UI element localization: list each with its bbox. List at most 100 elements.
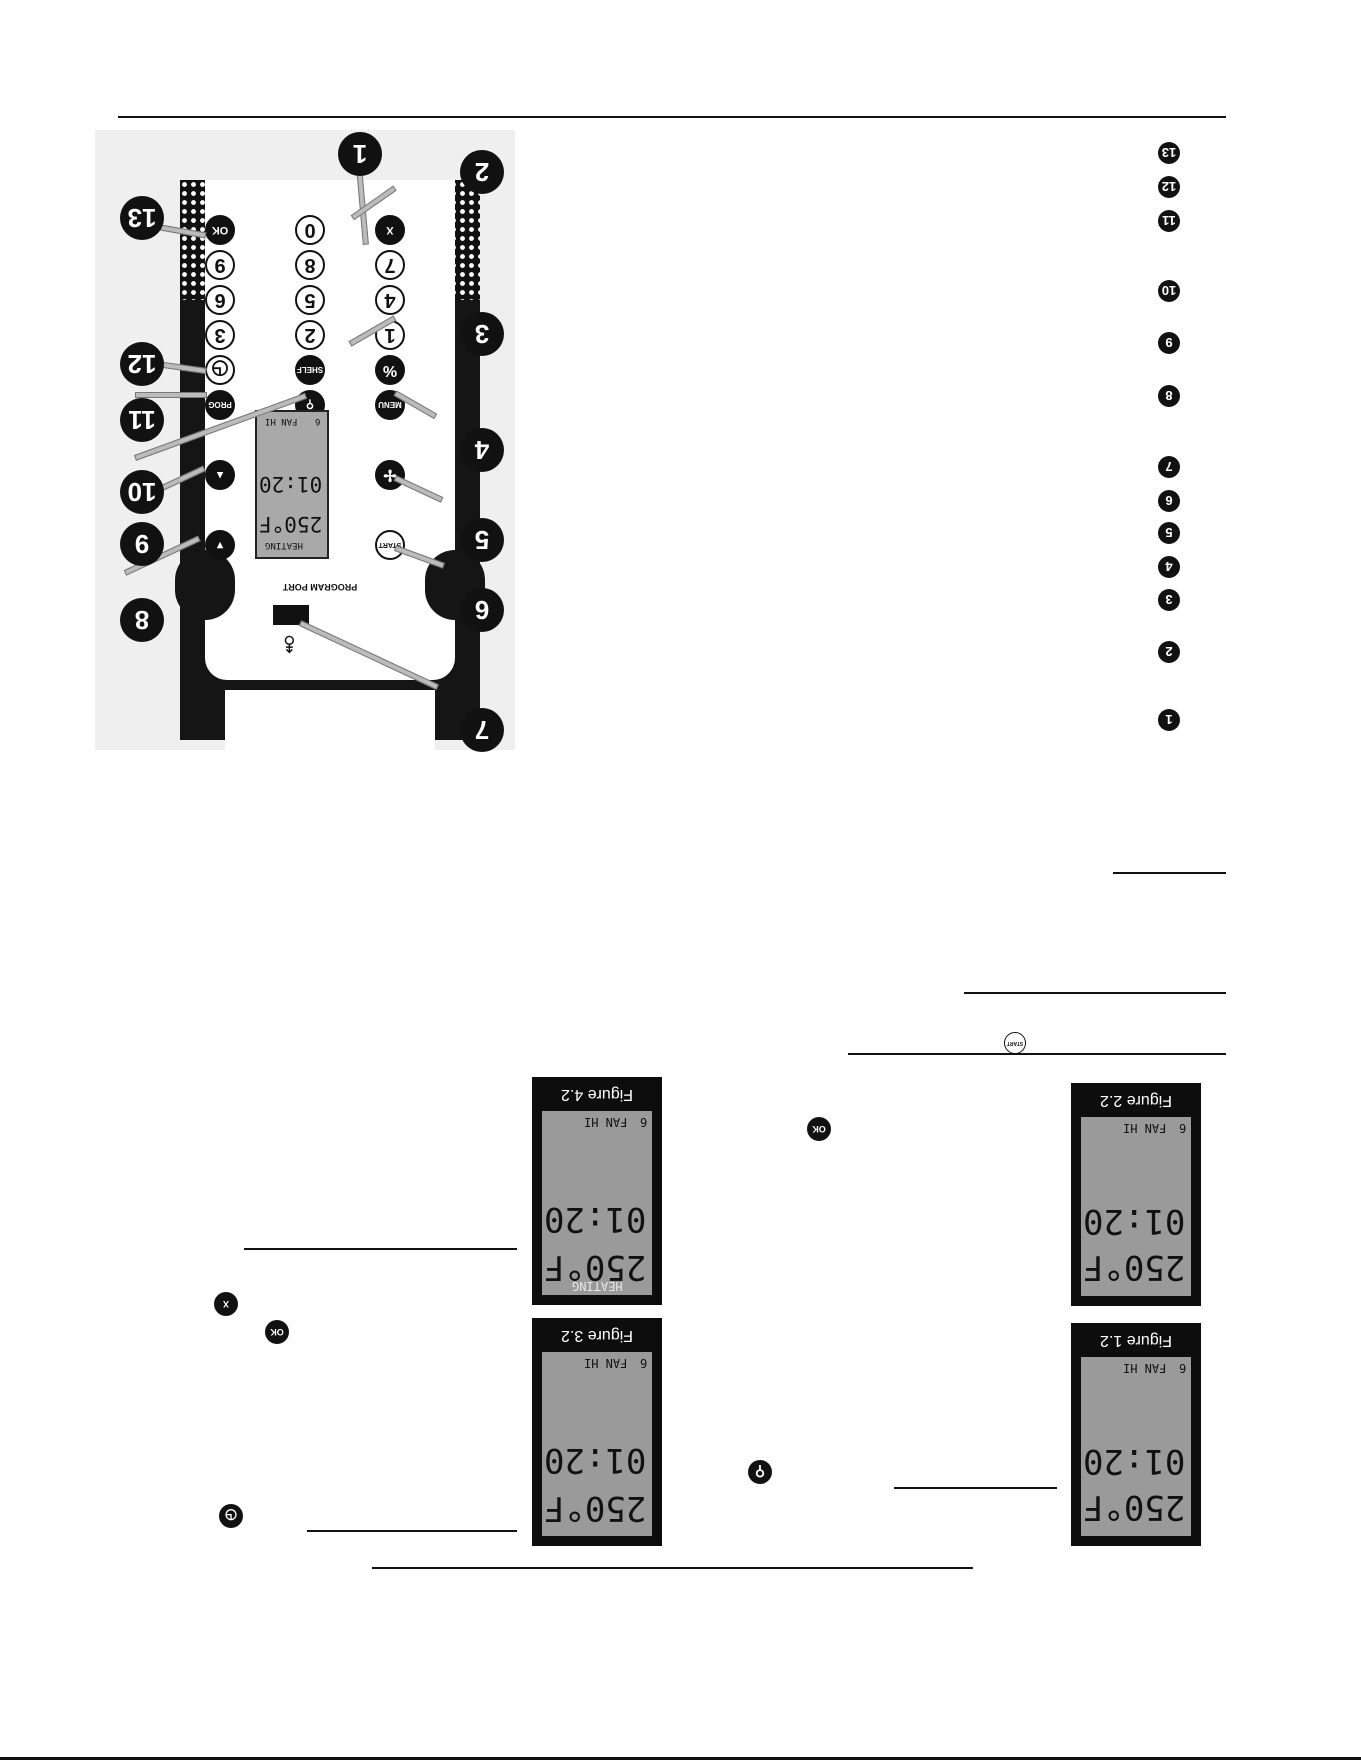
rule-g [372, 1567, 973, 1569]
down-key[interactable]: ▼ [205, 530, 235, 560]
panel-lcd: FAN HI 6 01:20 250°F HEATING [255, 410, 329, 559]
control-panel-diagram: OK 0 X 9 8 7 6 5 4 3 2 1 ◷ SHELF % PROG … [95, 130, 515, 840]
rule-f [307, 1530, 517, 1532]
fig-fan-label: FAN HI [1123, 1121, 1167, 1135]
key-9[interactable]: 9 [205, 250, 235, 280]
figure-screen: FAN HI 6 01:20 250°F HEATING [542, 1111, 652, 1295]
callout-9: 9 [120, 522, 164, 566]
fig-temp: 250°F [1083, 1247, 1186, 1287]
callout-7: 7 [460, 708, 504, 752]
list-item-3: 3 [1158, 589, 1180, 611]
callout-11: 11 [120, 398, 164, 442]
panel-face [205, 310, 455, 680]
port-area [225, 690, 435, 840]
inline-ok-button-2: OK [265, 1320, 289, 1344]
list-item-11: 11 [1158, 210, 1180, 232]
list-item-10: 10 [1158, 280, 1180, 302]
fig-temp: 250°F [1083, 1487, 1186, 1527]
lcd-fan-label: FAN HI [265, 416, 298, 426]
top-rule [118, 116, 1226, 118]
figure-3-2: Figure 3.2 FAN HI 6 01:20 250°F [532, 1318, 662, 1546]
ok-key[interactable]: OK [205, 215, 235, 245]
figure-4-2: Figure 4.2 FAN HI 6 01:20 250°F HEATING [532, 1077, 662, 1305]
key-8[interactable]: 8 [295, 250, 325, 280]
fig-time: 01:20 [1083, 1201, 1186, 1241]
panel-notch-left [175, 550, 235, 620]
callout-6: 6 [460, 588, 504, 632]
rule-e [894, 1487, 1057, 1489]
triangle-down-icon: ▼ [214, 539, 226, 551]
callout-2: 2 [460, 150, 504, 194]
rule-c [848, 1053, 1226, 1055]
panel-face-top [205, 180, 455, 320]
fig-status: HEATING [572, 1279, 623, 1293]
fig-time: 01:20 [1083, 1441, 1186, 1481]
bottom-rule [0, 1757, 1361, 1760]
figure-caption: Figure 1.2 [1099, 1332, 1173, 1349]
clock-icon: ◷ [211, 358, 229, 381]
fig-fan-level: 6 [1179, 1121, 1187, 1135]
program-port[interactable] [273, 605, 309, 625]
fig-fan-level: 6 [640, 1115, 648, 1129]
figure-screen: FAN HI 6 01:20 250°F [1081, 1357, 1191, 1536]
list-item-9: 9 [1158, 332, 1180, 354]
fig-fan-level: 6 [640, 1356, 648, 1370]
callout-13: 13 [120, 196, 164, 240]
rule-d [244, 1248, 517, 1250]
figure-caption: Figure 4.2 [560, 1086, 634, 1103]
usb-icon: ⚨ [281, 631, 298, 653]
prog-key[interactable]: PROG [205, 390, 235, 420]
rule-a [1113, 872, 1226, 874]
inline-start-button: START [1004, 1032, 1026, 1054]
key-4[interactable]: 4 [375, 285, 405, 315]
list-item-6: 6 [1158, 490, 1180, 512]
list-item-8: 8 [1158, 385, 1180, 407]
lcd-time: 01:20 [259, 472, 323, 496]
list-item-12: 12 [1158, 176, 1180, 198]
start-key[interactable]: START [375, 530, 405, 560]
list-item-2: 2 [1158, 641, 1180, 663]
lcd-status: HEATING [265, 540, 303, 550]
key-3[interactable]: 3 [205, 320, 235, 350]
fig-time: 01:20 [544, 1199, 647, 1239]
percent-key[interactable]: % [375, 355, 405, 385]
up-key[interactable]: ▲ [205, 460, 235, 490]
key-5[interactable]: 5 [295, 285, 325, 315]
clock-icon: ◷ [224, 1508, 238, 1525]
callout-10: 10 [120, 470, 164, 514]
fig-fan-label: FAN HI [1123, 1361, 1167, 1375]
figure-1-2: Figure 1.2 FAN HI 6 01:20 250°F [1071, 1323, 1201, 1546]
fig-fan-level: 6 [1179, 1361, 1187, 1375]
shelf-key[interactable]: SHELF [295, 355, 325, 385]
fig-temp: 250°F [544, 1488, 647, 1528]
key-7[interactable]: 7 [375, 250, 405, 280]
key-2[interactable]: 2 [295, 320, 325, 350]
probe-icon: ⚲ [754, 1464, 766, 1481]
leader-line-11 [135, 392, 207, 398]
callout-4: 4 [460, 428, 504, 472]
inline-ok-button: OK [807, 1117, 831, 1141]
fig-fan-label: FAN HI [584, 1356, 628, 1370]
figure-screen: FAN HI 6 01:20 250°F [1081, 1117, 1191, 1296]
lcd-fan-level: 6 [315, 416, 321, 426]
program-port-label: PROGRAM PORT [282, 582, 358, 592]
key-0[interactable]: 0 [295, 215, 325, 245]
figure-caption: Figure 3.2 [560, 1327, 634, 1344]
fan-icon: ✢ [383, 466, 397, 483]
x-key[interactable]: X [375, 215, 405, 245]
inline-probe-button: ⚲ [748, 1460, 772, 1484]
callout-12: 12 [120, 342, 164, 386]
fig-fan-label: FAN HI [584, 1115, 628, 1129]
figure-screen: FAN HI 6 01:20 250°F [542, 1352, 652, 1536]
fan-key[interactable]: ✢ [375, 460, 405, 490]
inline-clock-button: ◷ [219, 1504, 243, 1528]
triangle-up-icon: ▲ [214, 469, 226, 481]
inline-x-button: X [214, 1292, 238, 1316]
list-item-4: 4 [1158, 556, 1180, 578]
list-item-5: 5 [1158, 522, 1180, 544]
list-item-7: 7 [1158, 456, 1180, 478]
clock-key[interactable]: ◷ [205, 355, 235, 385]
fig-time: 01:20 [544, 1440, 647, 1480]
callout-8: 8 [120, 598, 164, 642]
key-6[interactable]: 6 [205, 285, 235, 315]
